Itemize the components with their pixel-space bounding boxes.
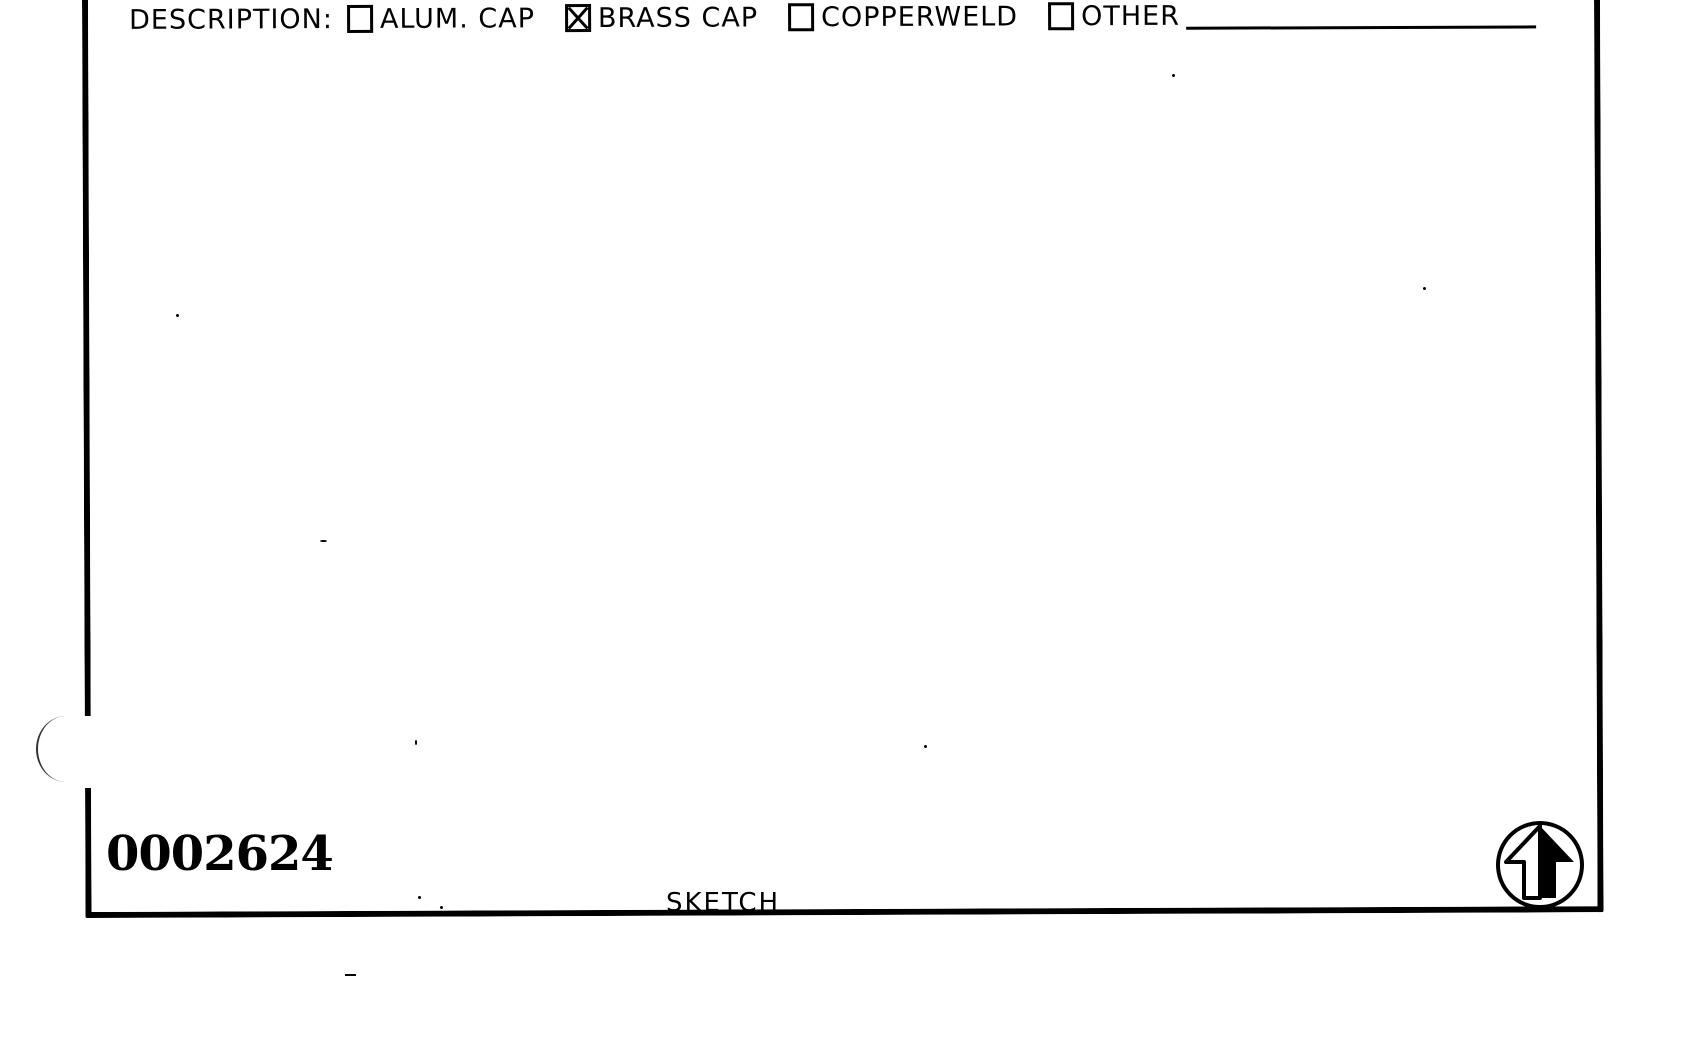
speck bbox=[415, 740, 417, 745]
speck bbox=[176, 314, 179, 317]
option-alum-cap[interactable]: ALUM. CAP bbox=[346, 2, 536, 35]
speck bbox=[320, 540, 327, 542]
option-other[interactable]: OTHER bbox=[1048, 0, 1180, 32]
speck bbox=[1172, 74, 1175, 77]
speck bbox=[345, 974, 356, 976]
description-label: DESCRIPTION: bbox=[129, 3, 334, 36]
speck bbox=[1423, 287, 1426, 290]
other-checkbox[interactable] bbox=[1048, 2, 1075, 31]
stamp-number: 0002624 bbox=[106, 826, 334, 882]
binder-hole bbox=[36, 716, 96, 782]
north-arrow-icon bbox=[1496, 821, 1584, 909]
option-brass-cap[interactable]: BRASS CAP bbox=[564, 1, 759, 34]
speck bbox=[924, 745, 927, 748]
sketch-label: SKETCH bbox=[666, 888, 781, 918]
alum-cap-checkbox[interactable] bbox=[346, 4, 374, 33]
copperweld-label: COPPERWELD bbox=[821, 0, 1019, 33]
other-label: OTHER bbox=[1081, 0, 1180, 32]
option-copperweld[interactable]: COPPERWELD bbox=[788, 1, 1018, 33]
speck bbox=[418, 896, 421, 899]
alum-cap-label: ALUM. CAP bbox=[379, 2, 536, 35]
sketch-frame: DESCRIPTION: ALUM. CAP BRASS CAP COPPERW… bbox=[82, 0, 1604, 918]
speck bbox=[440, 906, 443, 909]
copperweld-checkbox[interactable] bbox=[788, 3, 815, 32]
brass-cap-checkbox[interactable] bbox=[564, 4, 592, 33]
brass-cap-label: BRASS CAP bbox=[597, 1, 759, 34]
other-write-in-line[interactable] bbox=[1185, 5, 1536, 30]
description-row: DESCRIPTION: ALUM. CAP BRASS CAP COPPERW… bbox=[129, 0, 1589, 38]
